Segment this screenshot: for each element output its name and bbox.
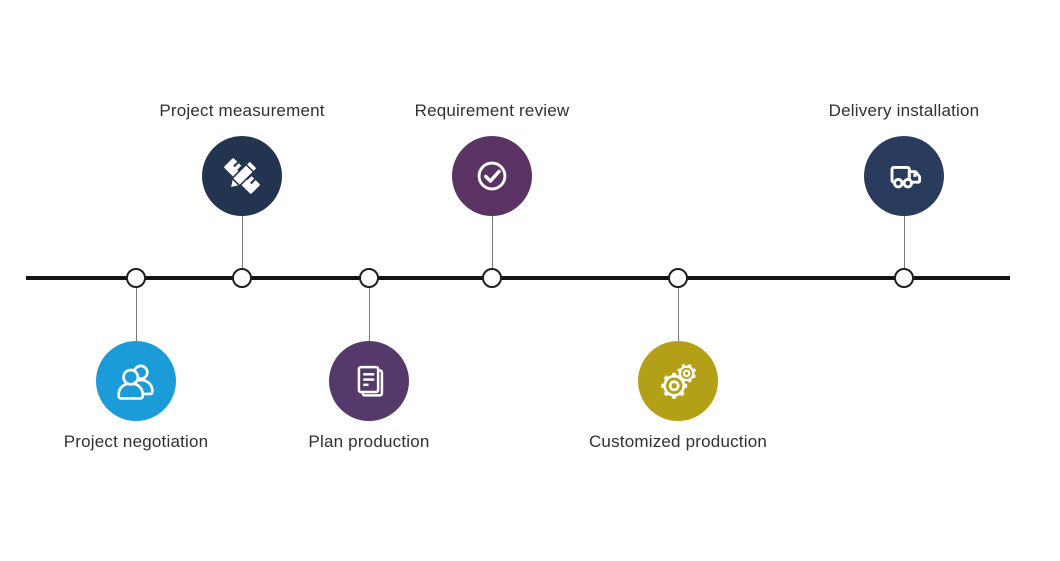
timeline-node <box>232 268 252 288</box>
step-label: Customized production <box>588 432 768 451</box>
timeline-step-project-negotiation: Project negotiation <box>0 0 286 561</box>
step-label: Delivery installation <box>828 101 980 120</box>
timeline-step-requirement-review: Requirement review <box>342 0 642 561</box>
step-connector <box>904 214 905 272</box>
people-icon <box>96 341 176 421</box>
timeline-node <box>359 268 379 288</box>
step-connector <box>492 214 493 272</box>
timeline-node <box>668 268 688 288</box>
document-icon <box>329 341 409 421</box>
step-label: Project negotiation <box>63 432 209 451</box>
step-connector <box>242 214 243 272</box>
ruler-pencil-icon <box>202 136 282 216</box>
step-label: Plan production <box>308 432 430 451</box>
timeline-step-plan-production: Plan production <box>219 0 519 561</box>
timeline-step-customized-production: Customized production <box>528 0 828 561</box>
step-connector <box>136 284 137 342</box>
step-label: Project measurement <box>159 101 325 120</box>
step-connector <box>678 284 679 342</box>
timeline-node <box>126 268 146 288</box>
timeline-step-delivery-installation: Delivery installation <box>754 0 1054 561</box>
timeline-node <box>894 268 914 288</box>
timeline-node <box>482 268 502 288</box>
timeline-line <box>26 276 1010 280</box>
timeline-step-project-measurement: Project measurement <box>92 0 392 561</box>
step-label: Requirement review <box>414 101 570 120</box>
check-circle-icon <box>452 136 532 216</box>
gears-icon <box>638 341 718 421</box>
step-connector <box>369 284 370 342</box>
truck-icon <box>864 136 944 216</box>
